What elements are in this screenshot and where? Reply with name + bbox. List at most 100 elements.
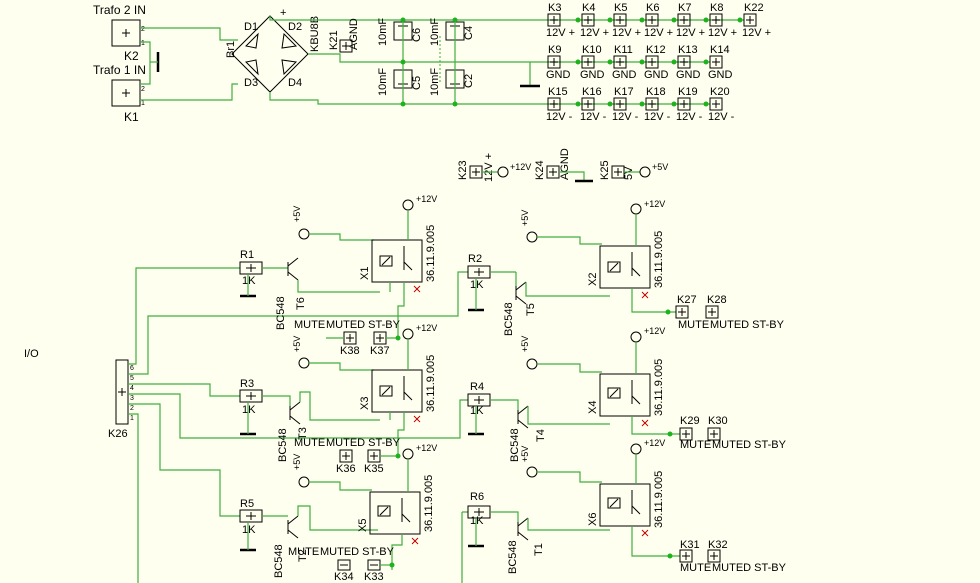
wire — [631, 526, 680, 557]
trafo1-connector[interactable] — [111, 79, 141, 107]
br1-label: Br1 — [225, 41, 237, 58]
t5-type: BC548 — [503, 302, 515, 336]
connector-value: GND — [612, 69, 637, 81]
k26-header[interactable] — [115, 359, 129, 425]
output-connector[interactable] — [613, 13, 627, 27]
wire — [128, 413, 139, 583]
x5-type: 36.11.9.005 — [423, 475, 435, 532]
net-label: +12V — [416, 194, 437, 204]
output-connector[interactable] — [709, 97, 723, 111]
output-connector[interactable] — [581, 97, 595, 111]
wire — [631, 288, 676, 313]
pin-label: 1 — [130, 415, 134, 422]
output-connector[interactable] — [677, 97, 691, 111]
k36-connector[interactable] — [339, 449, 353, 463]
transistor-t1[interactable] — [517, 517, 529, 541]
connector-name: K16 — [582, 86, 602, 98]
output-connector[interactable] — [613, 55, 627, 69]
connector-value: 12V + — [742, 27, 771, 39]
wire — [391, 534, 403, 570]
k38-label: K38 — [340, 345, 360, 357]
k24-connector[interactable] — [546, 165, 560, 179]
transistor-t6[interactable] — [287, 257, 299, 281]
k23-connector[interactable] — [469, 165, 483, 179]
output-connector[interactable] — [709, 13, 723, 27]
supply-symbol — [526, 358, 538, 370]
k29-connector[interactable] — [679, 427, 693, 441]
resistor-r1[interactable] — [239, 261, 263, 275]
output-connector[interactable] — [547, 13, 561, 27]
junction — [667, 553, 673, 559]
transistor-t5[interactable] — [515, 281, 527, 305]
k33-connector[interactable] — [367, 559, 381, 571]
output-connector[interactable] — [645, 55, 659, 69]
k32-label: K32 — [708, 539, 728, 551]
wire — [309, 362, 374, 371]
supply-symbol — [630, 203, 642, 215]
supply-symbol — [630, 331, 642, 343]
junction — [575, 59, 581, 65]
relay-x2[interactable] — [599, 245, 651, 289]
output-connector[interactable] — [677, 55, 691, 69]
output-connector[interactable] — [581, 55, 595, 69]
muted-label: MUTED ST-BY — [710, 319, 785, 331]
junction — [400, 101, 406, 107]
relay-x5[interactable] — [369, 491, 421, 535]
wire — [140, 83, 238, 101]
net-label: +12V — [416, 323, 437, 333]
wire — [397, 282, 405, 338]
connector-value: 12V + — [580, 27, 609, 39]
output-connector[interactable] — [709, 55, 723, 69]
k27-connector[interactable] — [675, 305, 689, 319]
resistor-r3[interactable] — [239, 389, 263, 403]
cap-value: 10mF — [429, 68, 441, 96]
junction — [400, 59, 406, 65]
resistor-r2[interactable] — [467, 265, 491, 279]
net-label: +5V — [520, 210, 530, 226]
connector-name: K20 — [710, 86, 730, 98]
output-connector[interactable] — [645, 97, 659, 111]
relay-x6[interactable] — [599, 483, 651, 527]
relay-x3[interactable] — [371, 369, 423, 413]
relay-x1[interactable] — [371, 239, 423, 283]
k35-connector[interactable] — [367, 449, 381, 463]
output-connector[interactable] — [547, 55, 561, 69]
wire — [309, 233, 374, 241]
wire — [128, 403, 240, 517]
k30-connector[interactable] — [707, 427, 721, 441]
k34-connector[interactable] — [337, 559, 351, 571]
pin-label: 2 — [141, 26, 145, 33]
transistor-t4[interactable] — [517, 405, 529, 429]
k37-connector[interactable] — [373, 331, 387, 345]
transistor-t2[interactable] — [287, 515, 299, 539]
output-connector[interactable] — [581, 13, 595, 27]
transistor-t3[interactable] — [289, 401, 301, 425]
connector-value: GND — [546, 69, 571, 81]
trafo2-connector[interactable] — [111, 19, 141, 47]
t3-label: T3 — [297, 427, 309, 440]
output-connector[interactable] — [613, 97, 627, 111]
output-connector[interactable] — [547, 97, 561, 111]
k32-connector[interactable] — [707, 549, 721, 563]
output-connector[interactable] — [645, 13, 659, 27]
k31-connector[interactable] — [679, 549, 693, 563]
net-label: +12V — [510, 162, 531, 172]
resistor-r5[interactable] — [239, 509, 263, 523]
k36-label: K36 — [336, 463, 356, 475]
wire — [299, 391, 380, 421]
junction — [452, 17, 458, 23]
k21-label: K21 — [328, 30, 340, 50]
connector-name: K18 — [646, 86, 666, 98]
junction — [671, 17, 677, 23]
output-connector[interactable] — [743, 13, 757, 27]
trafo1-label: Trafo 1 IN — [93, 63, 146, 77]
wire — [128, 271, 468, 375]
connector-name: K22 — [744, 2, 764, 14]
k28-connector[interactable] — [705, 305, 719, 319]
output-connector[interactable] — [677, 13, 691, 27]
cap-value: 10mF — [429, 18, 441, 46]
k21-connector[interactable] — [339, 39, 353, 53]
relay-x4[interactable] — [599, 373, 651, 417]
supply-symbol — [298, 228, 310, 240]
k38-connector[interactable] — [343, 331, 357, 345]
